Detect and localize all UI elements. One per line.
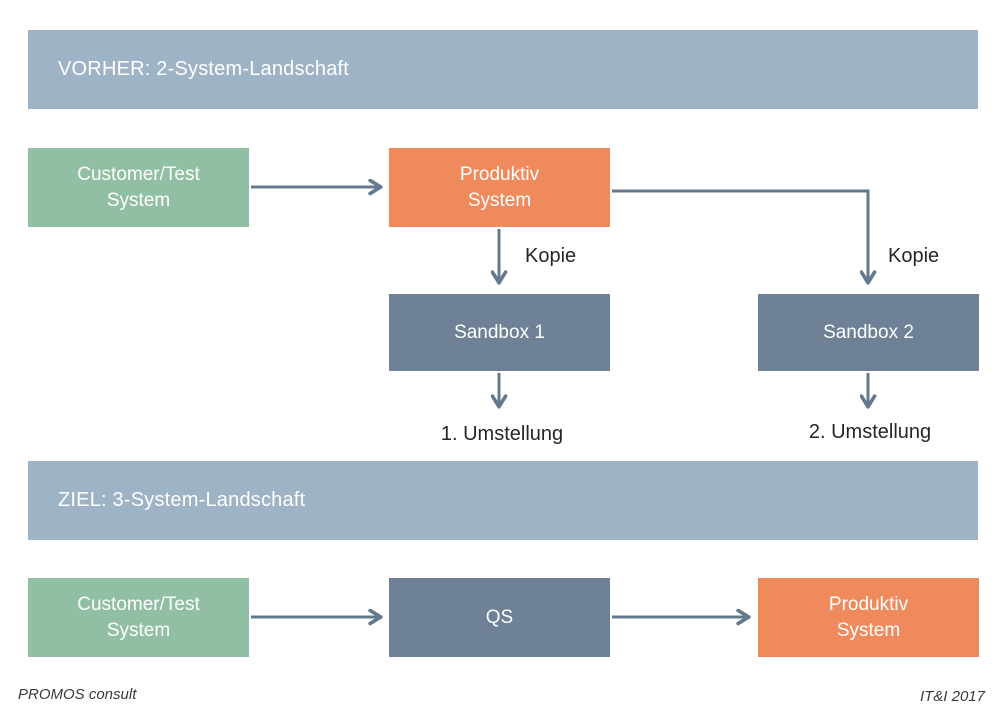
footer-company: PROMOS consult [18, 686, 137, 703]
node-label: Produktiv System [828, 593, 909, 641]
node-label: Customer/Test System [77, 163, 200, 211]
node-produktiv-before: Produktiv System [389, 148, 610, 227]
footer-source: IT&I 2017 [919, 688, 985, 705]
node-label: Sandbox 1 [454, 321, 545, 343]
node-sandbox-2: Sandbox 2 [758, 294, 979, 371]
node-label: Customer/Test System [77, 593, 200, 641]
section-header-vorher: VORHER: 2-System-Landschaft [28, 30, 978, 109]
node-label: Sandbox 2 [823, 321, 914, 343]
node-label: Produktiv System [459, 163, 540, 211]
section-title-ziel: ZIEL: 3-System-Landschaft [58, 489, 306, 511]
node-label: QS [485, 606, 514, 628]
arrow-produktiv-to-sandbox2 [612, 189, 868, 282]
section-title-vorher: VORHER: 2-System-Landschaft [58, 58, 350, 80]
section-header-ziel: ZIEL: 3-System-Landschaft [28, 461, 978, 540]
node-customer-test-after: Customer/Test System [28, 578, 249, 657]
label-umstellung-1: 1. Umstellung [440, 423, 564, 445]
node-sandbox-1: Sandbox 1 [389, 294, 610, 371]
label-kopie-left: Kopie [525, 245, 577, 267]
node-produktiv-after: Produktiv System [758, 578, 979, 657]
node-customer-test-before: Customer/Test System [28, 148, 249, 227]
node-qs: QS [389, 578, 610, 657]
label-umstellung-2: 2. Umstellung [808, 421, 932, 443]
label-kopie-right: Kopie [888, 245, 940, 267]
